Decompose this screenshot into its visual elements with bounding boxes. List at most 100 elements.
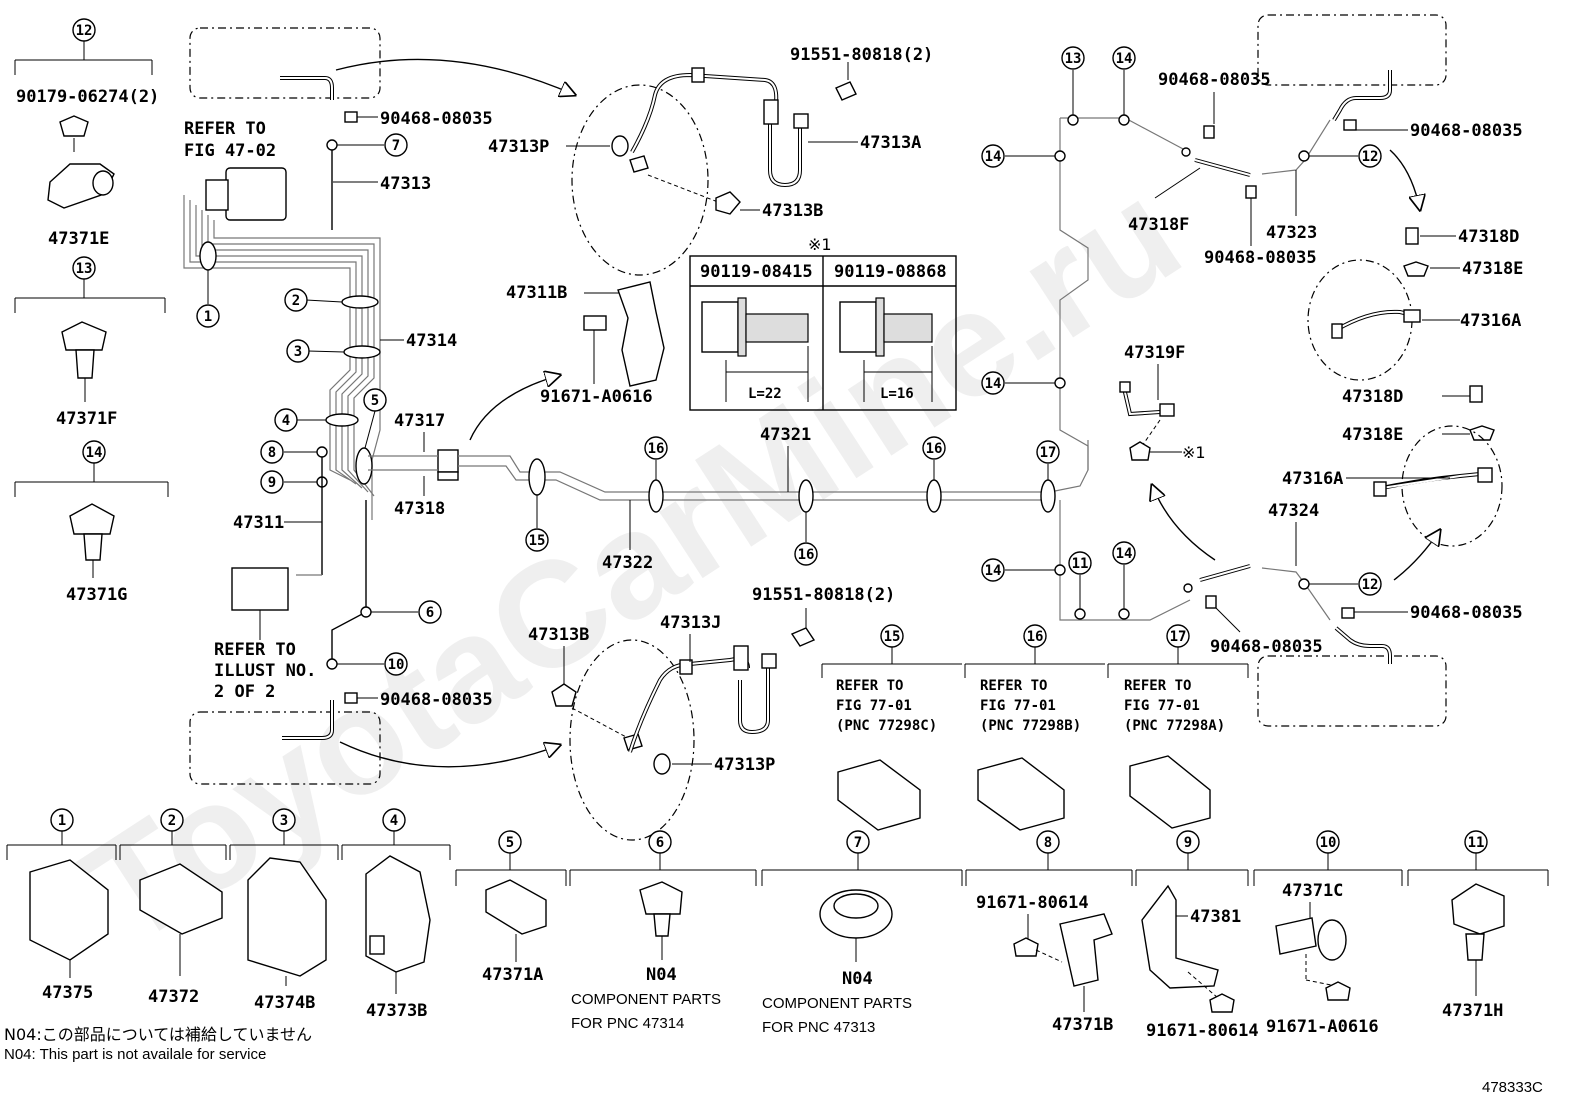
callout-14-r4: 14 (985, 563, 1002, 579)
label-90179-06274: 90179-06274(2) (16, 87, 159, 107)
callout-8-main: 8 (268, 445, 276, 461)
svg-text:FIG 47-02: FIG 47-02 (184, 141, 276, 161)
callout-13: 13 (76, 261, 93, 277)
hose-47316A-icon (1403, 309, 1421, 323)
label-90468-08035-e: 90468-08035 (1410, 121, 1523, 141)
clamp-77298C-icon (837, 759, 921, 831)
rear-tubes-right: 14 13 14 14 14 11 14 90468-08035 47318F … (981, 14, 1523, 727)
label-N04-a: N04 (646, 965, 677, 985)
callout-1-main: 1 (204, 309, 212, 325)
bolt-star-icon (1129, 441, 1151, 461)
label-47311B: 47311B (506, 283, 567, 303)
lower-flex-hose-group: 47313B 91551-80818(2) 47313J 47313P (528, 585, 895, 841)
clip-47371H-icon (1451, 883, 1505, 935)
bracket-47381-icon (1141, 884, 1219, 989)
label-91671-A0616-bottom: 91671-A0616 (1266, 1017, 1379, 1037)
callout-5-legend: 5 (506, 835, 514, 851)
svg-text:FOR PNC 47314: FOR PNC 47314 (571, 1015, 684, 1032)
svg-text:(PNC 77298C): (PNC 77298C) (836, 718, 937, 734)
clip-47371C-icon (1275, 917, 1317, 955)
clamp-47372-icon (139, 863, 223, 935)
label-91551-80818-bottom: 91551-80818(2) (752, 585, 895, 605)
callout-14-r1: 14 (985, 149, 1002, 165)
label-47313P-top: 47313P (488, 137, 549, 157)
callout-6-main: 6 (426, 605, 434, 621)
label-90468-08035-b: 90468-08035 (380, 690, 493, 710)
label-47318E-a: 47318E (1462, 259, 1523, 279)
callout-16-ref: 16 (1027, 629, 1044, 645)
bolt-length-2: L=16 (880, 386, 914, 402)
diagram-id: 478333C (1482, 1079, 1543, 1096)
callout-15-ref: 15 (884, 629, 901, 645)
callout-7-top: 7 (392, 138, 400, 154)
bottom-parts-row: 1 47375 2 47372 3 47374B 4 47373B 5 4737… (6, 808, 1549, 1041)
refer-illust-2-of-2: REFER TO (214, 640, 296, 660)
bracket-47371B-icon (1059, 913, 1113, 987)
callout-3-main: 3 (294, 344, 302, 360)
label-47381: 47381 (1190, 907, 1241, 927)
callout-16-a: 16 (648, 441, 665, 457)
bracket-47311B-icon (617, 281, 665, 387)
label-47316A-b: 47316A (1282, 469, 1343, 489)
bolt-91551-lower-icon (790, 627, 816, 647)
label-90468-08035-c: 90468-08035 (1158, 70, 1271, 90)
front-flex-hose-group: 91551-80818(2) 47313A 47313P 47313B (488, 45, 933, 276)
callout-4-main: 4 (282, 413, 290, 429)
label-47317: 47317 (394, 411, 445, 431)
bolt-length-table: ※1 90119-08415 90119-08868 L=22 L=16 (689, 235, 957, 411)
callout-5-main: 5 (371, 393, 379, 409)
bolt-table-mark: ※1 (808, 235, 832, 254)
left-clamp-groups: 12 90179-06274(2) 47371E 13 47371F 14 47… (14, 18, 169, 605)
clamp-47374B-icon (247, 857, 327, 977)
label-N04-b: N04 (842, 969, 873, 989)
label-91671-A0616-mid: 91671-A0616 (540, 387, 653, 407)
label-90468-08035-g: 90468-08035 (1410, 603, 1523, 623)
refer-fig-47-02: REFER TO (184, 119, 266, 139)
svg-text:FIG 77-01: FIG 77-01 (980, 698, 1056, 714)
label-47371E: 47371E (48, 229, 109, 249)
label-47319F: 47319F (1124, 343, 1185, 363)
bolt-length-1: L=22 (748, 386, 782, 402)
callout-14-r2: 14 (1116, 51, 1133, 67)
callout-12-r2: 12 (1362, 577, 1379, 593)
callout-3-legend: 3 (280, 813, 288, 829)
label-47371B: 47371B (1052, 1015, 1113, 1035)
clamp-77298B-icon (977, 757, 1065, 831)
callout-9-legend: 9 (1184, 835, 1192, 851)
svg-text:FOR PNC 47313: FOR PNC 47313 (762, 1019, 875, 1036)
label-47314: 47314 (406, 331, 457, 351)
bolt-91671-A0616-b-icon (1325, 981, 1351, 1001)
callout-13-r: 13 (1065, 51, 1082, 67)
label-47371A: 47371A (482, 965, 543, 985)
footnote-en: N04: This part is not availale for servi… (4, 1046, 266, 1063)
label-91671-80614-a: 91671-80614 (976, 893, 1089, 913)
clamp-47371A-icon (485, 879, 547, 935)
callout-8-legend: 8 (1044, 835, 1052, 851)
refer-fig-77-01-b: REFER TO (980, 678, 1047, 694)
washer-47313P-lower-icon (653, 753, 671, 775)
note-component-47314: COMPONENT PARTS (571, 991, 721, 1008)
label-47313: 47313 (380, 174, 431, 194)
label-47313B-bottom: 47313B (528, 625, 589, 645)
refer-fig-77-01-a: REFER TO (1124, 678, 1191, 694)
refer-fig-77-01-c: REFER TO (836, 678, 903, 694)
label-47371G: 47371G (66, 585, 127, 605)
label-47313A-top: 47313A (860, 133, 921, 153)
clip-47371F-icon (61, 321, 107, 351)
label-47371F: 47371F (56, 409, 117, 429)
callout-12-r1: 12 (1362, 149, 1379, 165)
bolt-90119-08868-icon (839, 301, 877, 353)
bolt-table-header-1: 90119-08415 (700, 262, 813, 282)
svg-text:FIG 77-01: FIG 77-01 (1124, 698, 1200, 714)
callout-11-r: 11 (1072, 556, 1089, 572)
star-ref-1: ※1 (1182, 443, 1206, 462)
bolt-90119-08415-icon (701, 301, 739, 353)
bolt-47318D-icon (1405, 227, 1419, 245)
label-47371H: 47371H (1442, 1001, 1503, 1021)
svg-text:(PNC 77298A): (PNC 77298A) (1124, 718, 1225, 734)
svg-text:(PNC 77298B): (PNC 77298B) (980, 718, 1081, 734)
label-47375: 47375 (42, 983, 93, 1003)
label-47322: 47322 (602, 553, 653, 573)
label-47318: 47318 (394, 499, 445, 519)
label-47311: 47311 (233, 513, 284, 533)
